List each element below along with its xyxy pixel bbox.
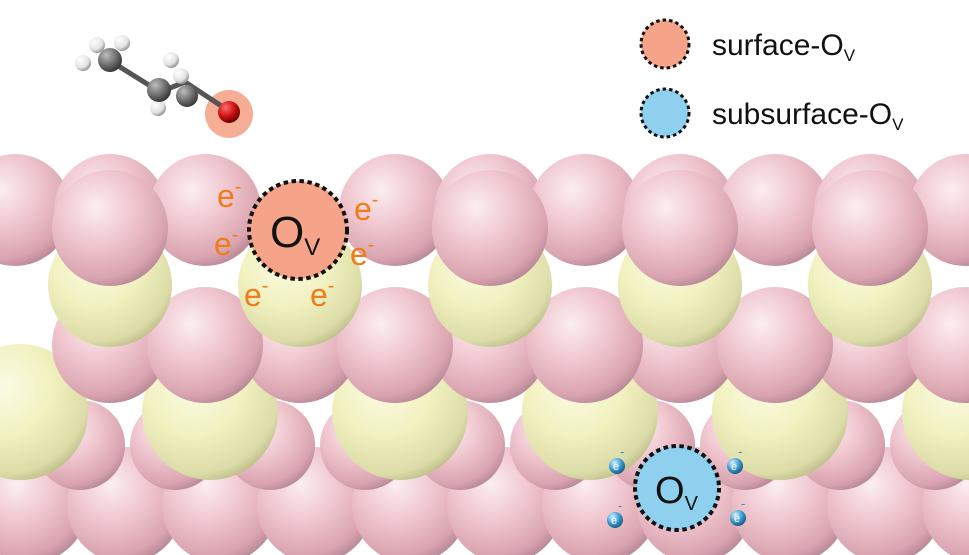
electron-marker: e - — [730, 496, 746, 526]
hydrogen-atom — [173, 68, 189, 84]
lattice-oxygen-atom — [622, 170, 738, 286]
lattice-oxygen-atom — [149, 154, 261, 266]
electron-label: e- — [354, 189, 378, 227]
legend-surface-ov-swatch — [639, 18, 691, 70]
svg-text:e: e — [611, 515, 617, 527]
lattice-oxygen-atom — [52, 170, 168, 286]
legend-subsurface-ov-swatch — [639, 87, 691, 139]
subsurface-vacancy-circle — [633, 444, 721, 532]
lattice-oxygen-atom — [719, 154, 831, 266]
subsurface-vacancy: OV — [633, 444, 721, 532]
svg-text:e: e — [734, 513, 740, 525]
electron-label: e- — [350, 234, 374, 272]
hydrogen-atom — [163, 52, 179, 68]
legend-surface-ov-label: surface-OV — [712, 29, 856, 65]
surface-vacancy-circle — [247, 179, 349, 281]
lattice-oxygen-atom — [717, 287, 833, 403]
carbon-atom — [98, 48, 122, 72]
svg-text:-: - — [741, 496, 745, 511]
surface-electrons: e- e- e- e- e- e- — [214, 176, 378, 313]
electron-marker: e - — [727, 444, 743, 474]
lattice-oxygen-atom — [339, 154, 451, 266]
electron-marker: e - — [609, 444, 625, 474]
hydrogen-atom — [75, 55, 91, 71]
hydrogen-atom — [150, 100, 166, 116]
svg-text:e: e — [731, 461, 737, 473]
adsorbate-molecule — [75, 35, 253, 138]
lattice-oxygen-atom — [527, 287, 643, 403]
legend: surface-OV subsurface-OV — [639, 18, 904, 139]
svg-text:-: - — [620, 444, 624, 459]
subsurface-vacancy-label: OV — [655, 470, 699, 515]
electron-label: e- — [310, 275, 334, 313]
carbon-atom — [176, 85, 198, 107]
lattice-oxygen-atom — [529, 154, 641, 266]
svg-text:e: e — [613, 461, 619, 473]
svg-text:-: - — [618, 498, 622, 513]
electron-label: e- — [217, 176, 241, 214]
oxide-slab — [0, 154, 969, 555]
surface-vacancy-label: OV — [270, 208, 320, 261]
hydrogen-atom — [89, 37, 105, 53]
electron-label: e- — [244, 275, 268, 313]
lattice-oxygen-atom — [432, 170, 548, 286]
electron-marker: e - — [607, 498, 623, 528]
lattice-oxygen-atom — [147, 287, 263, 403]
surface-vacancy: OV — [247, 179, 349, 281]
electron-label: e- — [214, 224, 238, 262]
atom-row-top-pink — [0, 154, 969, 286]
svg-text:-: - — [738, 444, 742, 459]
legend-subsurface-ov-label: subsurface-OV — [712, 98, 904, 134]
lattice-oxygen-atom — [812, 170, 928, 286]
lattice-oxygen-atom — [337, 287, 453, 403]
carbon-atom — [147, 78, 171, 102]
oxygen-atom — [218, 101, 240, 123]
subsurface-electrons: e - e - e - e - — [607, 444, 746, 528]
hydrogen-atom — [114, 35, 130, 51]
